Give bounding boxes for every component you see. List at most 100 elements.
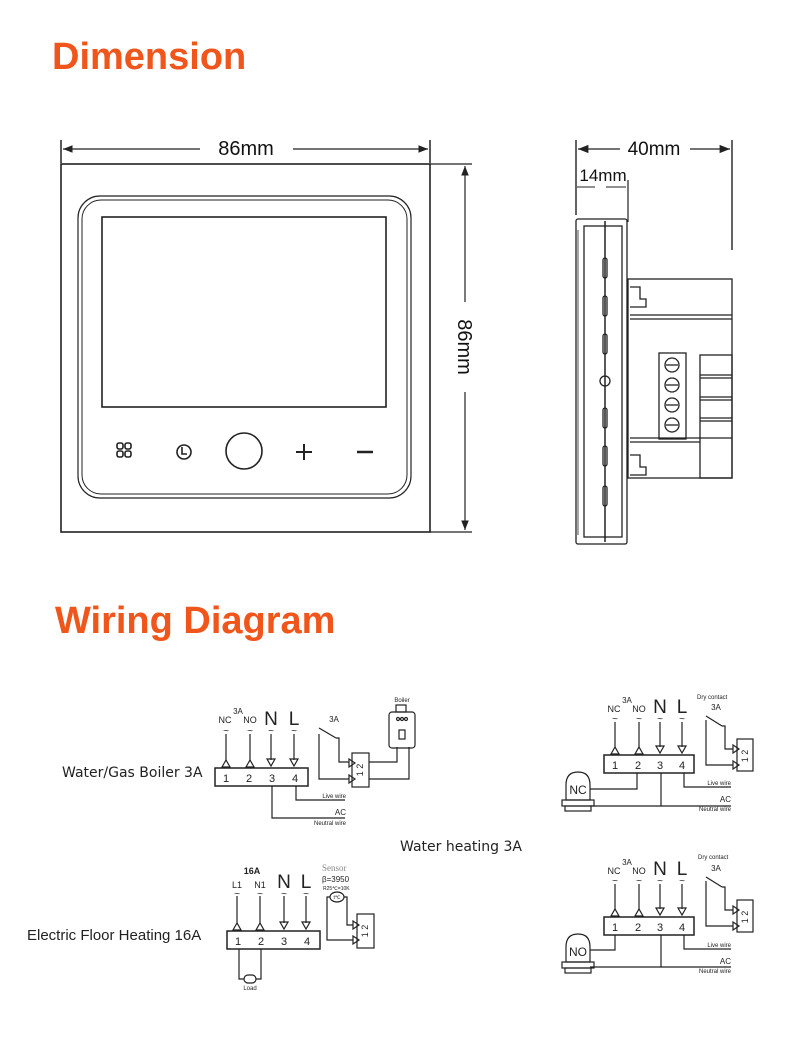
- valve-nc-label: NC: [569, 783, 587, 797]
- sensor-beta: β=3950: [322, 875, 350, 884]
- side-depth-label: 40mm: [628, 139, 681, 160]
- terminal-label-no: NO: [243, 715, 257, 725]
- boiler-relay-rating: 3A: [329, 715, 339, 724]
- water-heating-no-text: NC 3A NO N L ~ ~ ~ ~ 1 2 3 4 Dry contact…: [569, 855, 750, 975]
- front-screen: [101, 216, 387, 408]
- svg-text:Dry contact: Dry contact: [698, 855, 729, 861]
- ac-label: AC: [335, 808, 346, 817]
- neutral-wire-label: Neutral wire: [314, 821, 347, 827]
- svg-text:~: ~: [223, 726, 229, 737]
- front-view: [60, 140, 472, 533]
- front-bezel-inner: [81, 199, 408, 495]
- svg-text:~: ~: [281, 889, 287, 900]
- terminal-4: 4: [292, 773, 298, 785]
- side-clip-bottom: [630, 454, 647, 476]
- svg-text:NO: NO: [632, 866, 646, 876]
- floor-heating-text: 16A L1 N1 N L ~ ~ ~ ~ 1 2 3 4 Sensor β=3…: [232, 863, 370, 992]
- svg-text:~: ~: [234, 889, 240, 900]
- front-bezel-outer: [77, 195, 412, 499]
- svg-text:~: ~: [657, 714, 663, 725]
- svg-text:~: ~: [303, 889, 309, 900]
- svg-text:~: ~: [636, 876, 642, 887]
- svg-text:AC: AC: [720, 957, 731, 966]
- boiler-caption: Water/Gas Boiler 3A: [62, 765, 203, 781]
- svg-text:3A: 3A: [711, 864, 721, 873]
- svg-text:4: 4: [679, 922, 685, 934]
- load-icon: [243, 974, 257, 984]
- svg-text:1: 1: [612, 922, 618, 934]
- floor-heating-wiring: [226, 891, 375, 984]
- svg-text:N: N: [277, 872, 291, 893]
- svg-text:NO: NO: [632, 704, 646, 714]
- svg-text:N1: N1: [254, 880, 266, 890]
- svg-text:N: N: [653, 697, 667, 718]
- svg-text:4: 4: [679, 760, 685, 772]
- svg-text:1 2: 1 2: [740, 911, 750, 924]
- power-button-ring: [225, 432, 263, 470]
- menu-icon: [116, 442, 132, 458]
- svg-text:2: 2: [635, 922, 641, 934]
- side-terminal-block: [658, 352, 687, 440]
- plus-icon: [296, 444, 312, 460]
- floor-heating-caption: Electric Floor Heating 16A: [27, 927, 202, 944]
- terminal-label-l: L: [289, 709, 300, 730]
- front-width-label: 86mm: [218, 138, 274, 160]
- svg-text:L: L: [677, 859, 688, 880]
- svg-text:2: 2: [635, 760, 641, 772]
- svg-text:~: ~: [679, 876, 685, 887]
- front-height-label: 86mm: [453, 319, 475, 375]
- svg-text:Live wire: Live wire: [707, 943, 731, 949]
- water-heating-caption: Water heating 3A: [400, 839, 522, 855]
- svg-text:NC: NC: [608, 704, 621, 714]
- terminal-1: 1: [223, 773, 229, 785]
- valve-no-label: NO: [569, 945, 587, 959]
- boiler-wiring: [214, 704, 416, 819]
- floor-rating: 16A: [244, 866, 261, 876]
- svg-text:~: ~: [612, 876, 618, 887]
- side-view: [575, 140, 733, 545]
- terminal-2: 2: [246, 773, 252, 785]
- svg-text:~: ~: [268, 726, 274, 737]
- svg-text:~: ~: [636, 714, 642, 725]
- svg-text:1 2: 1 2: [740, 750, 750, 763]
- svg-text:3A: 3A: [622, 858, 632, 867]
- boiler-device-label: Boiler: [394, 698, 409, 704]
- svg-text:Neutral wire: Neutral wire: [699, 807, 732, 813]
- svg-text:1: 1: [235, 936, 241, 948]
- dry-contact-label: Dry contact: [697, 695, 728, 701]
- svg-text:1: 1: [612, 760, 618, 772]
- terminal-3: 3: [269, 773, 275, 785]
- water-heating-nc-wiring: [561, 715, 754, 812]
- svg-text:~: ~: [679, 714, 685, 725]
- svg-text:L1: L1: [232, 880, 242, 890]
- svg-text:~: ~: [657, 876, 663, 887]
- svg-text:L: L: [677, 697, 688, 718]
- relay-rating: 3A: [233, 707, 243, 716]
- dimension-heading: Dimension: [52, 36, 247, 78]
- water-heating-no-wiring: [561, 876, 754, 974]
- svg-text:Live wire: Live wire: [707, 781, 731, 787]
- svg-text:3: 3: [657, 760, 663, 772]
- side-clip-top: [630, 286, 647, 308]
- side-front-plate: [575, 218, 628, 545]
- boiler-wiring-text: NC 3A NO N L 1 2 3 4 ~ ~ ~ ~ 3A Boiler L…: [219, 698, 410, 827]
- svg-text:~: ~: [291, 726, 297, 737]
- svg-text:~: ~: [257, 889, 263, 900]
- svg-text:NC: NC: [608, 866, 621, 876]
- water-heating-nc-text: NC 3A NO N L ~ ~ ~ ~ 1 2 3 4 Dry contact…: [569, 695, 750, 813]
- sensor-label: Sensor: [322, 863, 347, 873]
- side-front-depth-label: 14mm: [579, 166, 626, 185]
- svg-text:4: 4: [304, 936, 310, 948]
- wiring-diagram-heading: Wiring Diagram: [55, 600, 336, 642]
- svg-text:3: 3: [657, 922, 663, 934]
- terminal-label-n: N: [264, 709, 278, 730]
- sensor-r25: R25℃=10K: [323, 886, 350, 892]
- svg-text:2: 2: [258, 936, 264, 948]
- front-plate: [60, 163, 431, 533]
- relay-connector: [351, 752, 370, 788]
- live-wire-label: Live wire: [322, 794, 346, 800]
- svg-text:3: 3: [281, 936, 287, 948]
- terminal-screws: [664, 357, 680, 433]
- svg-text:1 2: 1 2: [360, 925, 370, 938]
